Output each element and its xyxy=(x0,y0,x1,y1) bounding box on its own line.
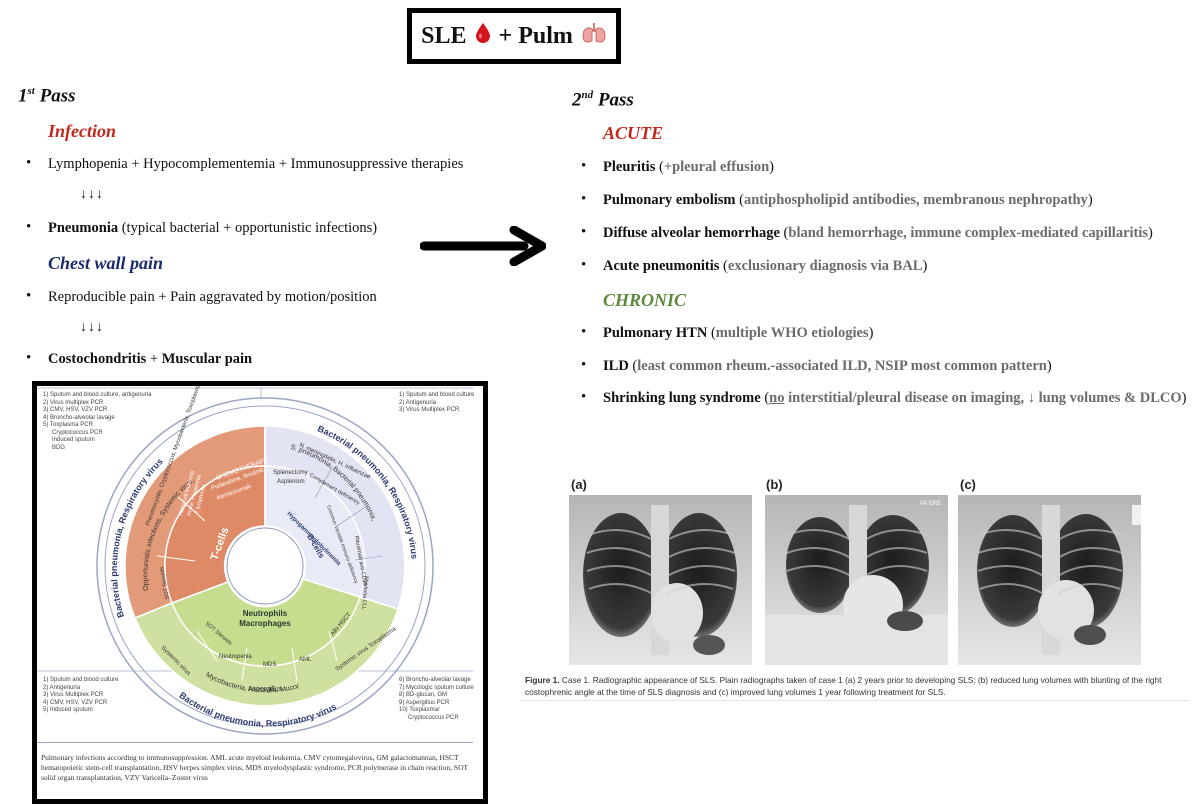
neutropenia-label: Neutropenia xyxy=(219,654,252,660)
top-left-list: 1) Sputum and blood culture, antigenuria… xyxy=(43,392,152,451)
xray-image-a xyxy=(569,495,752,665)
myeloma-label: Myeloma CLL xyxy=(360,576,369,610)
title-box: SLE + Pulm xyxy=(407,8,621,64)
macrophages-label: Macrophages xyxy=(239,619,291,628)
title-pulm: + Pulm xyxy=(498,22,573,49)
sot-steroids-left-label: SOT Steroids xyxy=(159,566,171,600)
neutrophils-label: Neutrophils xyxy=(243,609,288,618)
xray-image-b: PA ERE xyxy=(765,495,948,665)
splenectomy-label: Splenectomy xyxy=(273,470,308,476)
infection-bullet-1: Lymphopenia + Hypocomplementemia + Immun… xyxy=(26,155,463,173)
panel-label-a: (a) xyxy=(571,477,587,492)
panel-label-c: (c) xyxy=(960,477,976,492)
right-arrow-icon xyxy=(419,225,547,271)
chest-wall-bullet-2: Costochondritis + Muscular pain xyxy=(26,350,252,368)
pa-label: PA ERE xyxy=(920,501,941,507)
aspergillus-label: Aspergillus xyxy=(248,686,283,693)
diagram-caption: Pulmonary infections according to immuno… xyxy=(41,753,468,782)
first-pass-heading: 1st Pass xyxy=(18,85,76,107)
chest-wall-arrows: ↓↓↓ xyxy=(80,320,104,335)
infection-arrows: ↓↓↓ xyxy=(80,187,104,202)
chronic-item: Pulmonary HTN (multiple WHO etiologies) xyxy=(581,324,873,342)
immunosuppression-wheel: Bacterial pneumonia, Respiratory virus B… xyxy=(37,386,473,735)
chest-wall-heading: Chest wall pain xyxy=(48,253,164,273)
infection-bullet-2: Pneumonia (typical bacterial + opportuni… xyxy=(26,219,377,237)
aml-label: AML xyxy=(299,657,312,663)
acute-item: Pulmonary embolism (antiphospholipid ant… xyxy=(581,191,1093,209)
chest-wall-bullet-1: Reproducible pain + Pain aggravated by m… xyxy=(26,288,377,306)
title-sle: SLE xyxy=(421,22,467,49)
infection-heading: Infection xyxy=(48,121,117,141)
lungs-icon xyxy=(581,22,607,51)
chronic-item-sls: Shrinking lung syndrome (no interstitial… xyxy=(581,389,1186,407)
immunosuppression-diagram: 1) Sputum and blood culture, antigenuria… xyxy=(32,381,488,804)
mds-label: MDS xyxy=(263,662,276,668)
acute-heading: ACUTE xyxy=(603,123,664,143)
figure-caption: Figure 1. Case 1. Radiographic appearanc… xyxy=(525,675,1162,697)
acute-item: Acute pneumonitis (exclusionary diagnosi… xyxy=(581,257,927,275)
acute-item: Pleuritis (+pleural effusion) xyxy=(581,158,774,176)
panel-label-b: (b) xyxy=(766,477,783,492)
chronic-heading: CHRONIC xyxy=(603,290,687,310)
blood-drop-icon xyxy=(475,22,491,51)
chronic-item: ILD (least common rheum.-associated ILD,… xyxy=(581,357,1052,375)
asplenism-label: Asplenism xyxy=(277,479,305,485)
acute-item: Diffuse alveolar hemorrhage (bland hemor… xyxy=(581,224,1153,242)
second-pass-heading: 2nd Pass xyxy=(572,89,634,111)
xray-image-c xyxy=(958,495,1141,665)
